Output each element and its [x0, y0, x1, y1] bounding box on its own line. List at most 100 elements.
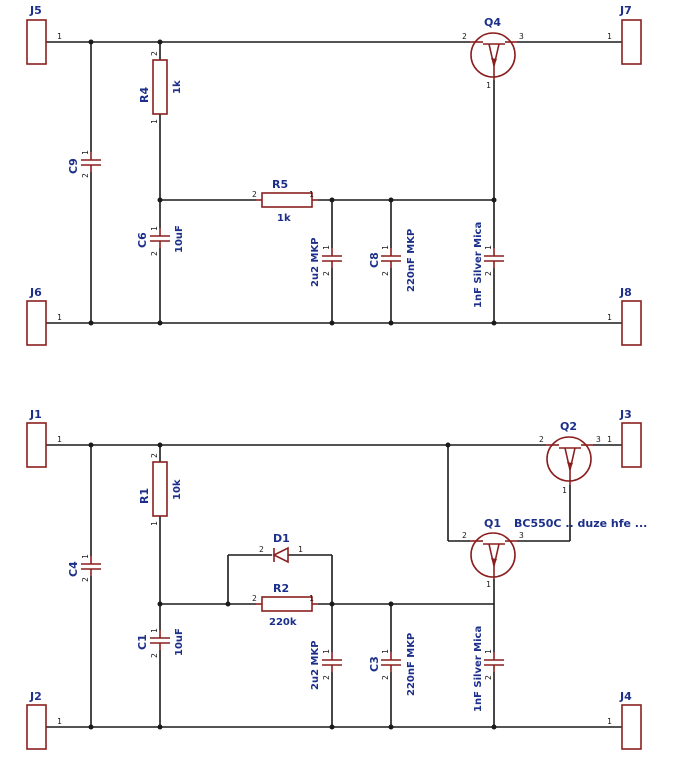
r2-value: 220k [269, 617, 297, 628]
svg-text:3: 3 [596, 435, 601, 444]
diode-d1: D1 2 1 [259, 532, 303, 564]
circuit-top: J5 1 J6 1 J7 1 J8 1 Q4 2 3 1 R4 1k 2 1 [26, 4, 642, 346]
svg-text:2: 2 [462, 531, 467, 540]
r4-label: R4 [138, 87, 151, 103]
r4-value: 1k [172, 80, 183, 94]
svg-text:2: 2 [150, 453, 159, 458]
svg-text:1: 1 [486, 580, 491, 589]
svg-text:1: 1 [484, 245, 493, 250]
svg-text:1: 1 [150, 628, 159, 633]
connector-j5: J5 1 [26, 4, 62, 65]
c8-value: 220nF MKP [406, 229, 417, 292]
svg-text:1: 1 [486, 81, 491, 90]
j7-label: J7 [619, 4, 632, 17]
svg-text:2: 2 [484, 271, 493, 276]
capacitor-mica-bottom: 1nF Silver Mica 1 2 [473, 626, 504, 712]
c-mica-top-value: 1nF Silver Mica [473, 222, 484, 308]
transistor-note: BC550C .. duze hfe ... [514, 517, 647, 530]
transistor-q1: Q1 2 3 1 [462, 517, 524, 589]
c6-value: 10uF [174, 225, 185, 253]
capacitor-2u2-top: 2u2 MKP 1 2 [310, 237, 342, 287]
capacitor-c9: C9 1 2 [67, 150, 101, 178]
j4-pin: 1 [607, 717, 612, 726]
j1-pin: 1 [57, 435, 62, 444]
connector-j8: J8 1 [607, 286, 642, 346]
j8-label: J8 [619, 286, 632, 299]
bottom-wires [46, 444, 622, 728]
d1-label: D1 [273, 532, 290, 545]
c1-value: 10uF [174, 628, 185, 656]
svg-text:2: 2 [381, 271, 390, 276]
capacitor-c4: C4 1 2 [67, 554, 101, 582]
transistor-q4: Q4 2 3 1 [462, 16, 524, 90]
c4-label: C4 [67, 561, 80, 577]
j3-label: J3 [619, 408, 632, 421]
c9-label: C9 [67, 158, 80, 174]
j1-label: J1 [29, 408, 42, 421]
svg-text:2: 2 [539, 435, 544, 444]
c8-label: C8 [368, 252, 381, 268]
svg-text:2: 2 [484, 675, 493, 680]
j4-label: J4 [619, 690, 632, 703]
svg-text:2: 2 [462, 32, 467, 41]
j6-pin: 1 [57, 313, 62, 322]
c6-label: C6 [136, 232, 149, 248]
connector-j1: J1 1 [26, 408, 62, 468]
svg-text:2: 2 [322, 271, 331, 276]
capacitor-c3: C3 220nF MKP 1 2 [368, 633, 417, 696]
j6-label: J6 [29, 286, 42, 299]
r2-label: R2 [273, 582, 289, 595]
svg-text:1: 1 [81, 150, 90, 155]
svg-text:1: 1 [150, 226, 159, 231]
svg-text:2: 2 [81, 173, 90, 178]
j3-pin: 1 [607, 435, 612, 444]
connector-j2: J2 1 [26, 690, 62, 750]
svg-text:1: 1 [309, 594, 314, 603]
capacitor-2u2-bottom: 2u2 MKP 1 2 [310, 640, 342, 690]
c-2u2-top-value: 2u2 MKP [310, 237, 321, 287]
svg-text:2: 2 [150, 653, 159, 658]
bottom-junctions [88, 442, 497, 730]
svg-text:1: 1 [484, 649, 493, 654]
svg-text:2: 2 [150, 251, 159, 256]
resistor-r2: R2 220k 2 1 [252, 582, 318, 628]
svg-text:1: 1 [81, 554, 90, 559]
resistor-r4: R4 1k 2 1 [138, 51, 183, 124]
top-wires [46, 41, 622, 324]
q2-label: Q2 [560, 420, 577, 433]
r1-label: R1 [138, 488, 151, 504]
svg-text:3: 3 [519, 531, 524, 540]
svg-text:1: 1 [381, 649, 390, 654]
connector-j4: J4 1 [607, 690, 642, 750]
svg-text:3: 3 [519, 32, 524, 41]
svg-text:2: 2 [252, 190, 257, 199]
capacitor-mica-top: 1nF Silver Mica 1 2 [473, 222, 504, 308]
c3-value: 220nF MKP [406, 633, 417, 696]
svg-text:1: 1 [298, 545, 303, 554]
j8-pin: 1 [607, 313, 612, 322]
connector-j6: J6 1 [26, 286, 62, 346]
connector-j3: J3 1 [607, 408, 642, 468]
svg-text:1: 1 [322, 649, 331, 654]
r1-value: 10k [172, 479, 183, 500]
j5-pin: 1 [57, 32, 62, 41]
svg-text:2: 2 [150, 51, 159, 56]
capacitor-c8: C8 220nF MKP 1 2 [368, 229, 417, 292]
svg-text:2: 2 [322, 675, 331, 680]
top-junctions [88, 39, 497, 326]
svg-text:2: 2 [81, 577, 90, 582]
j2-label: J2 [29, 690, 42, 703]
svg-text:2: 2 [381, 675, 390, 680]
j2-pin: 1 [57, 717, 62, 726]
c-mica-bottom-value: 1nF Silver Mica [473, 626, 484, 712]
c-2u2-bottom-value: 2u2 MKP [310, 640, 321, 690]
svg-text:1: 1 [150, 521, 159, 526]
q1-label: Q1 [484, 517, 501, 530]
circuit-bottom: J1 1 J2 1 J3 1 J4 1 Q2 2 3 1 [26, 408, 647, 750]
j5-label: J5 [29, 4, 42, 17]
c3-label: C3 [368, 656, 381, 672]
c1-label: C1 [136, 634, 149, 650]
r5-value: 1k [277, 213, 291, 224]
svg-text:1: 1 [381, 245, 390, 250]
